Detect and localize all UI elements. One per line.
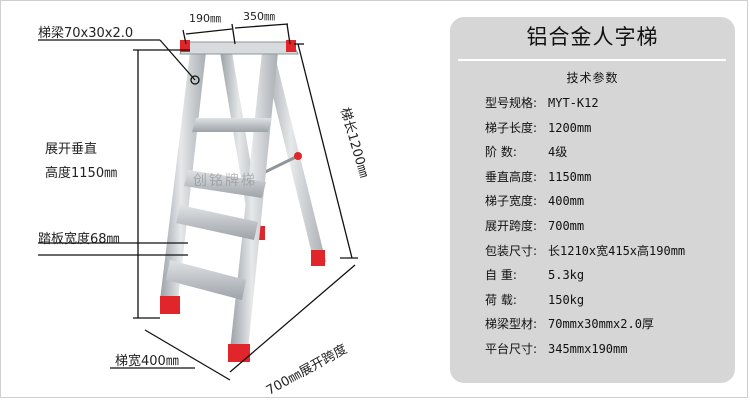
spec-value: 长1210x宽415x高190mm [548, 243, 686, 258]
ladder-step-4 [166, 260, 246, 300]
label-unfold-height-1: 展开垂直 [45, 142, 98, 157]
label-platform-length: 350㎜ [243, 10, 275, 23]
spec-value: 70mmx30mmx2.0厚 [548, 317, 654, 332]
spec-value: 345mmx190mm [548, 341, 628, 356]
front-foot-cap-left [160, 296, 180, 314]
ladder-illustration: 梯梁70x30x2.0 190㎜ 350㎜ 梯长1200㎜ 展开垂直 高度115… [38, 10, 371, 399]
front-foot-cap-right [228, 344, 250, 362]
spec-key: 包装尺寸: [485, 243, 538, 258]
platform-cap-left [180, 40, 190, 52]
label-ladder-width: 梯宽400㎜ [115, 354, 179, 369]
spec-key: 平台尺寸: [485, 341, 538, 356]
label-beam-spec: 梯梁70x30x2.0 [38, 26, 134, 41]
label-step-width: 踏板宽度68㎜ [38, 232, 120, 247]
watermark-text: 创铭牌梯 [193, 173, 257, 189]
spec-row: 型号规格: MYT-K12 [485, 91, 735, 116]
spec-row: 平台尺寸: 345mmx190mm [485, 337, 735, 362]
spec-row: 荷 载: 150kg [485, 288, 735, 313]
spec-value: 700mm [548, 218, 585, 233]
spec-panel: 铝合金人字梯 技术参数 型号规格: MYT-K12 梯子长度: 1200mm 阶 数… [450, 17, 735, 383]
spec-row: 展开跨度: 700mm [485, 214, 735, 239]
spec-value: 1150mm [548, 169, 592, 184]
ladder-drawing [38, 23, 358, 381]
spec-key: 梯梁型材: [485, 317, 538, 332]
label-platform-width: 190㎜ [189, 12, 221, 25]
panel-subtitle: 技术参数 [566, 71, 619, 85]
spec-key: 展开跨度: [485, 218, 538, 233]
spec-key: 荷 载: [485, 292, 517, 307]
spec-value: MYT-K12 [548, 96, 599, 110]
spec-value: 4级 [548, 145, 568, 160]
spec-row: 梯梁型材: 70mmx30mmx2.0厚 [485, 312, 735, 337]
spec-row: 梯子宽度: 400mm [485, 189, 735, 214]
spec-value: 150kg [548, 292, 585, 307]
panel-title: 铝合金人字梯 [526, 25, 659, 49]
spec-value: 1200mm [548, 120, 592, 135]
ladder-step-1 [192, 118, 272, 132]
spec-key: 型号规格: [485, 96, 538, 110]
spec-row: 梯子长度: 1200mm [485, 116, 735, 141]
spec-row: 包装尺寸: 长1210x宽415x高190mm [485, 239, 735, 264]
rear-foot-cap-right [311, 250, 325, 266]
spec-value: 400mm [548, 194, 585, 209]
label-unfold-height-2: 高度1150㎜ [45, 166, 118, 181]
front-rail-left [160, 52, 206, 300]
spec-key: 梯子宽度: [485, 194, 538, 209]
spec-key: 阶 数: [485, 145, 517, 160]
spec-value: 5.3kg [548, 268, 585, 283]
dimension-lines [38, 23, 358, 381]
beam-callout-ring [190, 75, 200, 85]
spec-key: 自 重: [485, 268, 517, 283]
top-platform [179, 41, 299, 55]
spec-key: 梯子长度: [485, 120, 538, 135]
platform-cap-right [286, 40, 296, 52]
spec-row: 阶 数: 4级 [485, 140, 735, 165]
ladder-step-2 [184, 170, 266, 198]
panel-divider [458, 59, 726, 61]
spec-list: 型号规格: MYT-K12 梯子长度: 1200mm 阶 数: 4级 垂直高度: 115… [485, 91, 735, 362]
spec-row: 自 重: 5.3kg [485, 263, 735, 288]
spec-row: 垂直高度: 1150mm [485, 165, 735, 190]
ladder-step-3 [176, 205, 258, 240]
spec-key: 垂直高度: [485, 169, 538, 184]
brace-hinge [294, 152, 302, 160]
